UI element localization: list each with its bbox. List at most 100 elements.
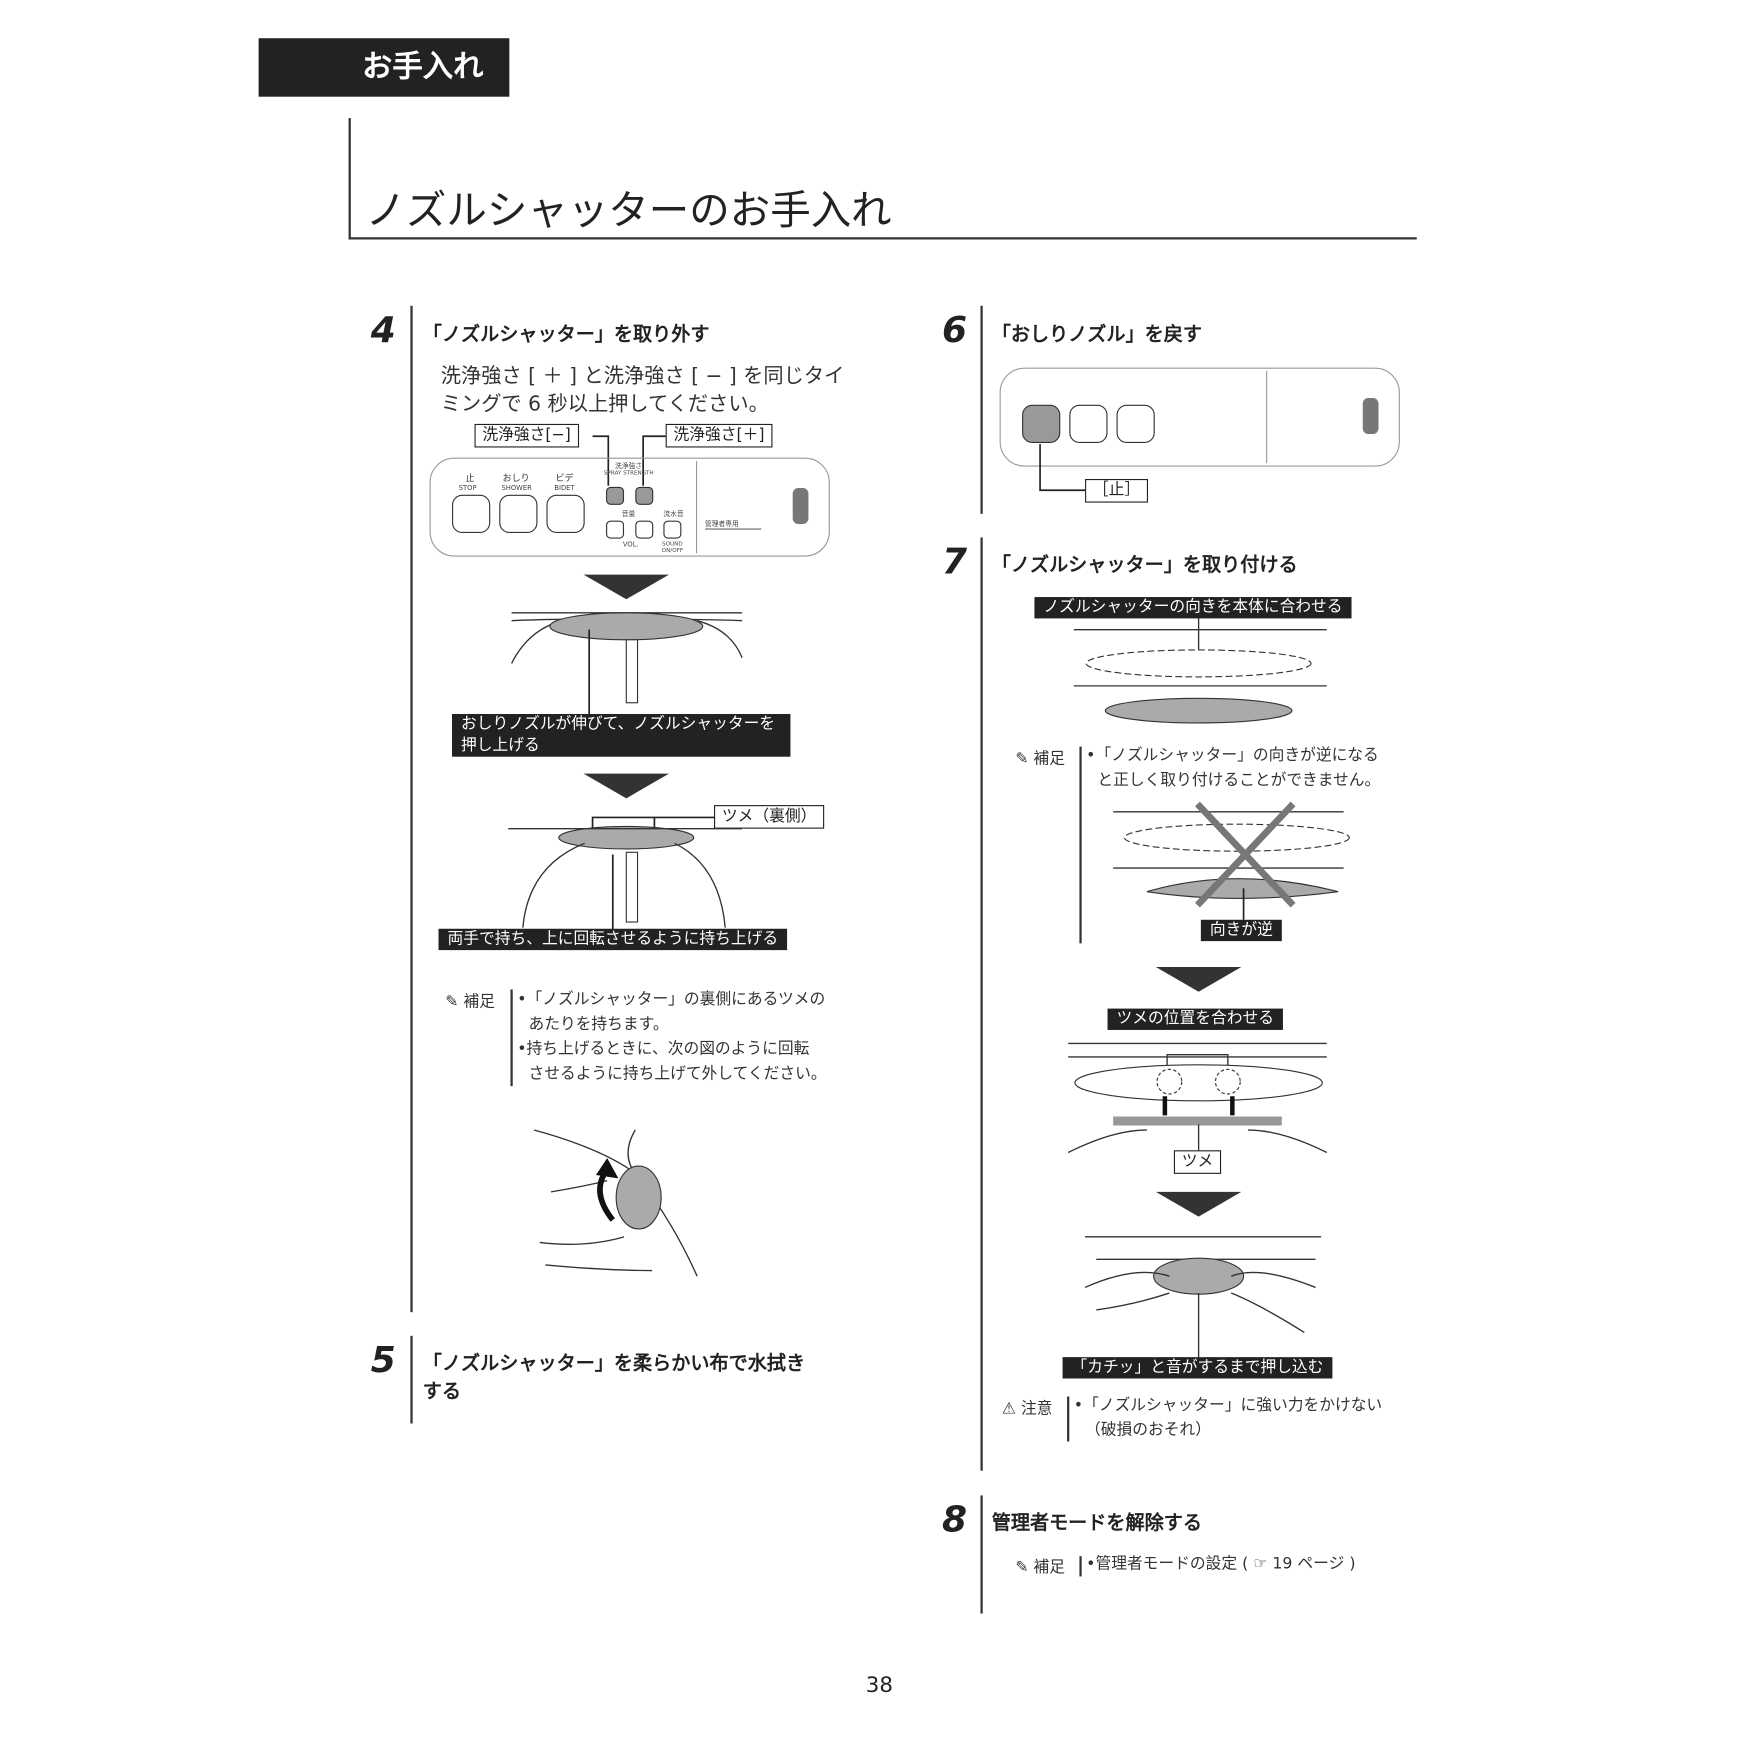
sound-label: 流水音 <box>663 510 684 519</box>
sound-button[interactable] <box>663 520 682 539</box>
caption: 向きが逆 <box>1200 919 1282 942</box>
stop-button[interactable] <box>452 494 491 533</box>
shutter-orientation-illustration <box>1073 618 1327 724</box>
warning-icon: ⚠ <box>1001 1399 1016 1418</box>
caution-heading: ⚠ 注意 <box>1002 1397 1053 1419</box>
instruction: 洗浄強さ [ ＋ ] と洗浄強さ [ − ] を同じタイ <box>440 364 845 388</box>
pencil-icon: ✎ <box>445 992 459 1011</box>
admin-label: 管理者専用 <box>704 521 762 530</box>
arrow-down-icon <box>1155 966 1242 992</box>
bidet-label-en: BIDET <box>554 484 575 493</box>
note-line: させるように持ち上げて外してください。 <box>528 1064 827 1083</box>
leader-line <box>1039 444 1086 492</box>
divider <box>348 237 1417 239</box>
pencil-icon: ✎ <box>1015 749 1029 768</box>
label-strength-minus: 洗浄強さ[−] <box>474 423 579 448</box>
caption: ツメの位置を合わせる <box>1107 1008 1283 1030</box>
push-in-illustration <box>1084 1236 1322 1359</box>
note-text: •「ノズルシャッター」の裏側にあるツメの あたりを持ちます。 •持ち上げるときに… <box>517 987 826 1086</box>
step-number: 6 <box>941 308 967 351</box>
shower-label: おしり <box>502 473 530 484</box>
step-bar <box>980 305 983 514</box>
bidet-button[interactable] <box>546 494 585 533</box>
caption: おしりノズルが伸びて、ノズルシャッターを押し上げる <box>452 713 791 757</box>
instruction: ミングで 6 秒以上押してください。 <box>440 392 769 417</box>
divider <box>348 118 351 240</box>
step-number: 7 <box>941 539 967 583</box>
arrow-down-icon <box>583 574 670 600</box>
arrow-down-icon <box>583 773 670 799</box>
stop-button[interactable] <box>1022 404 1061 444</box>
step-title: 「ノズルシャッター」を取り外す <box>422 323 710 347</box>
note-bar <box>510 989 513 1087</box>
step-title: 管理者モードを解除する <box>991 1512 1202 1535</box>
caption: 両手で持ち、上に回転させるように持ち上げる <box>438 928 788 951</box>
page-number: 38 <box>865 1673 893 1698</box>
note-line: （破損のおそれ） <box>1085 1421 1211 1440</box>
wrong-orientation-illustration <box>1113 801 1350 920</box>
nozzle-illustration <box>510 612 743 714</box>
note-bar <box>1067 1396 1069 1442</box>
caution-text: •「ノズルシャッター」に強い力をかけない （破損のおそれ） <box>1074 1393 1382 1442</box>
pencil-icon: ✎ <box>1015 1558 1029 1577</box>
vol-label: 音量 <box>621 510 636 519</box>
shower-button[interactable] <box>499 494 538 533</box>
divider <box>696 461 698 554</box>
sensor <box>1362 398 1379 435</box>
note-bar <box>1079 1556 1082 1577</box>
step-bar <box>410 1335 413 1424</box>
step-title-line: 「ノズルシャッター」を柔らかい布で水拭き <box>422 1352 806 1376</box>
shower-label-en: SHOWER <box>501 484 532 493</box>
caption-line: おしりノズルが伸びて、ノズルシャッターを <box>461 715 776 734</box>
step-number: 8 <box>941 1497 967 1541</box>
strength-label: 洗浄強さ <box>615 462 643 470</box>
note-line: と正しく取り付けることができません。 <box>1097 771 1381 790</box>
caption: ノズルシャッターの向きを本体に合わせる <box>1034 597 1352 619</box>
vol-plus-button[interactable] <box>635 520 654 539</box>
note-line: •持ち上げるときに、次の図のように回転 <box>517 1040 810 1059</box>
sensor <box>792 487 809 524</box>
vol-minus-button[interactable] <box>606 520 625 539</box>
label-claw: ツメ <box>1173 1150 1222 1174</box>
bidet-button[interactable] <box>1116 404 1155 444</box>
step-number: 4 <box>370 308 396 351</box>
shower-button[interactable] <box>1069 404 1108 444</box>
note-label: 補足 <box>1033 1558 1066 1577</box>
note-label: 補足 <box>463 992 495 1011</box>
bidet-label: ビデ <box>555 473 574 484</box>
note-line: あたりを持ちます。 <box>528 1015 669 1034</box>
note-line: •「ノズルシャッター」の向きが逆になる <box>1086 746 1379 765</box>
section-header: お手入れ <box>258 38 510 97</box>
step-title: 「ノズルシャッター」を取り付ける <box>991 554 1298 577</box>
stop-label: 止 <box>465 473 475 484</box>
arrow-down-icon <box>1155 1191 1242 1217</box>
divider <box>1266 371 1268 464</box>
caption: 「カチッ」と音がするまで押し込む <box>1062 1357 1333 1379</box>
note-heading: ✎ 補足 <box>445 989 495 1011</box>
strength-label-en: SPRAY STRENGTH <box>603 469 654 477</box>
strength-minus-button[interactable] <box>606 486 625 505</box>
vol-label-en: VOL. <box>622 540 639 549</box>
note-heading: ✎ 補足 <box>1015 747 1065 769</box>
note-text: •「ノズルシャッター」の向きが逆になる と正しく取り付けることができません。 <box>1086 743 1380 792</box>
stop-label-en: STOP <box>458 484 477 493</box>
note-label: 補足 <box>1033 749 1066 768</box>
note-line: •「ノズルシャッター」に強い力をかけない <box>1073 1396 1383 1415</box>
note-text: •管理者モードの設定 ( ☞ 19 ページ ) <box>1086 1555 1356 1574</box>
label-strength-plus: 洗浄強さ[＋] <box>665 423 773 448</box>
label-claw-back: ツメ（裏側） <box>713 805 825 829</box>
page-title: ノズルシャッターのお手入れ <box>365 187 892 234</box>
step-title-line: する <box>422 1380 462 1404</box>
caption-line: 押し上げる <box>461 736 540 755</box>
step-number: 5 <box>370 1338 396 1381</box>
rotate-illustration <box>533 1129 698 1277</box>
sound-label-en: SOUND ON/OFF <box>661 540 684 555</box>
caution-label: 注意 <box>1020 1399 1053 1418</box>
strength-plus-button[interactable] <box>635 486 654 505</box>
note-heading: ✎ 補足 <box>1015 1555 1065 1577</box>
claw-alignment-illustration <box>1067 1042 1328 1154</box>
step-title: 「おしりノズル」を戻す <box>991 323 1202 347</box>
step-bar <box>980 1495 983 1614</box>
hands-illustration <box>508 816 743 932</box>
